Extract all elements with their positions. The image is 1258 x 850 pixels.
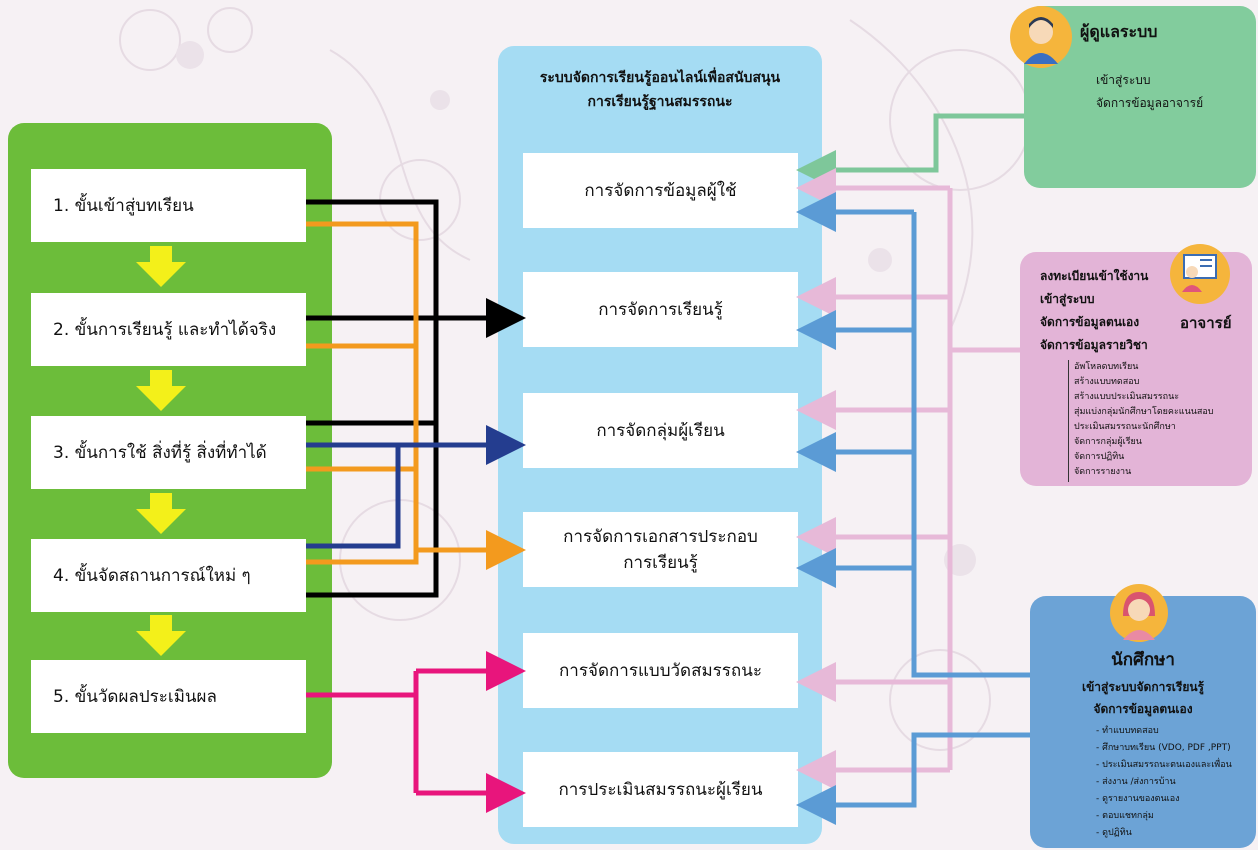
teacher-subitem: จัดการปฏิทิน [1074,452,1125,462]
teacher-subitem: ประเมินสมรรถนะนักศึกษา [1074,422,1176,432]
green-arrow [796,113,1024,190]
yellow-down-arrow [136,493,186,534]
module-user-data: การจัดการข้อมูลผู้ใช้ [523,153,798,228]
module-grouping: การจัดกลุ่มผู้เรียน [523,393,798,468]
yellow-down-arrow [136,615,186,656]
admin-item-login: เข้าสู่ระบบ [1096,73,1151,87]
student-subitem: - ส่งงาน /ส่งการบ้าน [1096,777,1176,787]
yellow-down-arrow [136,370,186,411]
step-box-5: 5. ขั้นวัดผลประเมินผล [31,660,306,733]
pink-connector [947,347,1020,770]
student-subitem: - ทำแบบทดสอบ [1096,726,1159,736]
teacher-subitem: สร้างแบบประเมินสมรรถนะ [1074,392,1180,402]
teacher-item-course-data: จัดการข้อมูลรายวิชา [1040,338,1148,352]
teacher-subitem-bracket [1068,360,1069,482]
step-box-3: 3. ขั้นการใช้ สิ่งที่รู้ สิ่งที่ทำได้ [31,416,306,489]
step-flow-arrows [136,246,186,656]
system-title-line-1: ระบบจัดการเรียนรู้ออนไลน์เพื่อสนับสนุน [539,70,781,86]
blue-arrow [796,732,1030,825]
module-documents: การจัดการเอกสารประกอบ การเรียนรู้ [523,512,798,587]
student-subitem: - ศึกษาบทเรียน (VDO, PDF ,PPT) [1096,743,1231,753]
student-subitem: - ดูปฏิทิน [1096,828,1132,838]
student-subitem: - ดูรายงานของตนเอง [1096,794,1180,804]
student-subitem: - ประเมินสมรรถนะตนเองและเพื่อน [1096,760,1232,770]
teacher-subitem: จัดการกลุ่มผู้เรียน [1074,437,1142,447]
step-box-4: 4. ขั้นจัดสถานการณ์ใหม่ ๆ [31,539,306,612]
student-subitem-text: ประเมินสมรรถนะตนเองและเพื่อน [1102,760,1232,770]
admin-item-manage-teachers: จัดการข้อมูลอาจารย์ [1096,96,1204,110]
teacher-subitem: จัดการรายงาน [1074,467,1132,477]
student-title: นักศึกษา [1111,650,1175,670]
student-subitem-text: ศึกษาบทเรียน (VDO, PDF ,PPT) [1102,743,1231,753]
yellow-down-arrow [136,246,186,287]
module-competency-test: การจัดการแบบวัดสมรรถนะ [523,633,798,708]
student-subitem-text: ดูปฏิทิน [1102,828,1132,838]
teacher-item-self-data: จัดการข้อมูลตนเอง [1040,315,1140,329]
admin-title: ผู้ดูแลระบบ [1080,22,1158,41]
orange-connector [306,221,419,565]
student-item-self-data: จัดการข้อมูลตนเอง [1093,702,1193,716]
teacher-item-login: เข้าสู่ระบบ [1040,292,1095,306]
step-box-2: 2. ขั้นการเรียนรู้ และทำได้จริง [31,293,306,366]
student-avatar-icon [1110,584,1168,642]
teacher-title: อาจารย์ [1180,314,1232,332]
student-subitem-text: ตอบแชทกลุ่ม [1102,811,1154,821]
student-subitem: - ตอบแชทกลุ่ม [1096,811,1154,821]
navy-arrow [306,425,526,549]
teacher-item-register: ลงทะเบียนเข้าใช้งาน [1040,269,1149,283]
student-item-login: เข้าสู่ระบบจัดการเรียนรู้ [1082,680,1204,694]
step-box-1: 1. ขั้นเข้าสู่บทเรียน [31,169,306,242]
system-title: ระบบจัดการเรียนรู้ออนไลน์เพื่อสนับสนุน ก… [508,66,812,114]
teacher-subitem: สร้างแบบทดสอบ [1074,377,1140,387]
module-learning: การจัดการเรียนรู้ [523,272,798,347]
student-subitem-text: ส่งงาน /ส่งการบ้าน [1102,777,1176,787]
black-connector [306,199,439,598]
blue-connector [911,212,1030,678]
teacher-presentation-icon [1170,244,1230,304]
teacher-subitem: สุ่มแบ่งกลุ่มนักศึกษาโดยคะแนนสอบ [1074,407,1214,417]
system-title-line-2: การเรียนรู้ฐานสมรรถนะ [587,94,733,110]
student-subitem-text: ทำแบบทดสอบ [1102,726,1159,736]
teacher-subitem: อัพโหลดบทเรียน [1074,362,1139,372]
module-competency-assessment: การประเมินสมรรถนะผู้เรียน [523,752,798,827]
student-subitem-text: ดูรายงานของตนเอง [1102,794,1180,804]
admin-avatar-icon [1010,6,1072,68]
